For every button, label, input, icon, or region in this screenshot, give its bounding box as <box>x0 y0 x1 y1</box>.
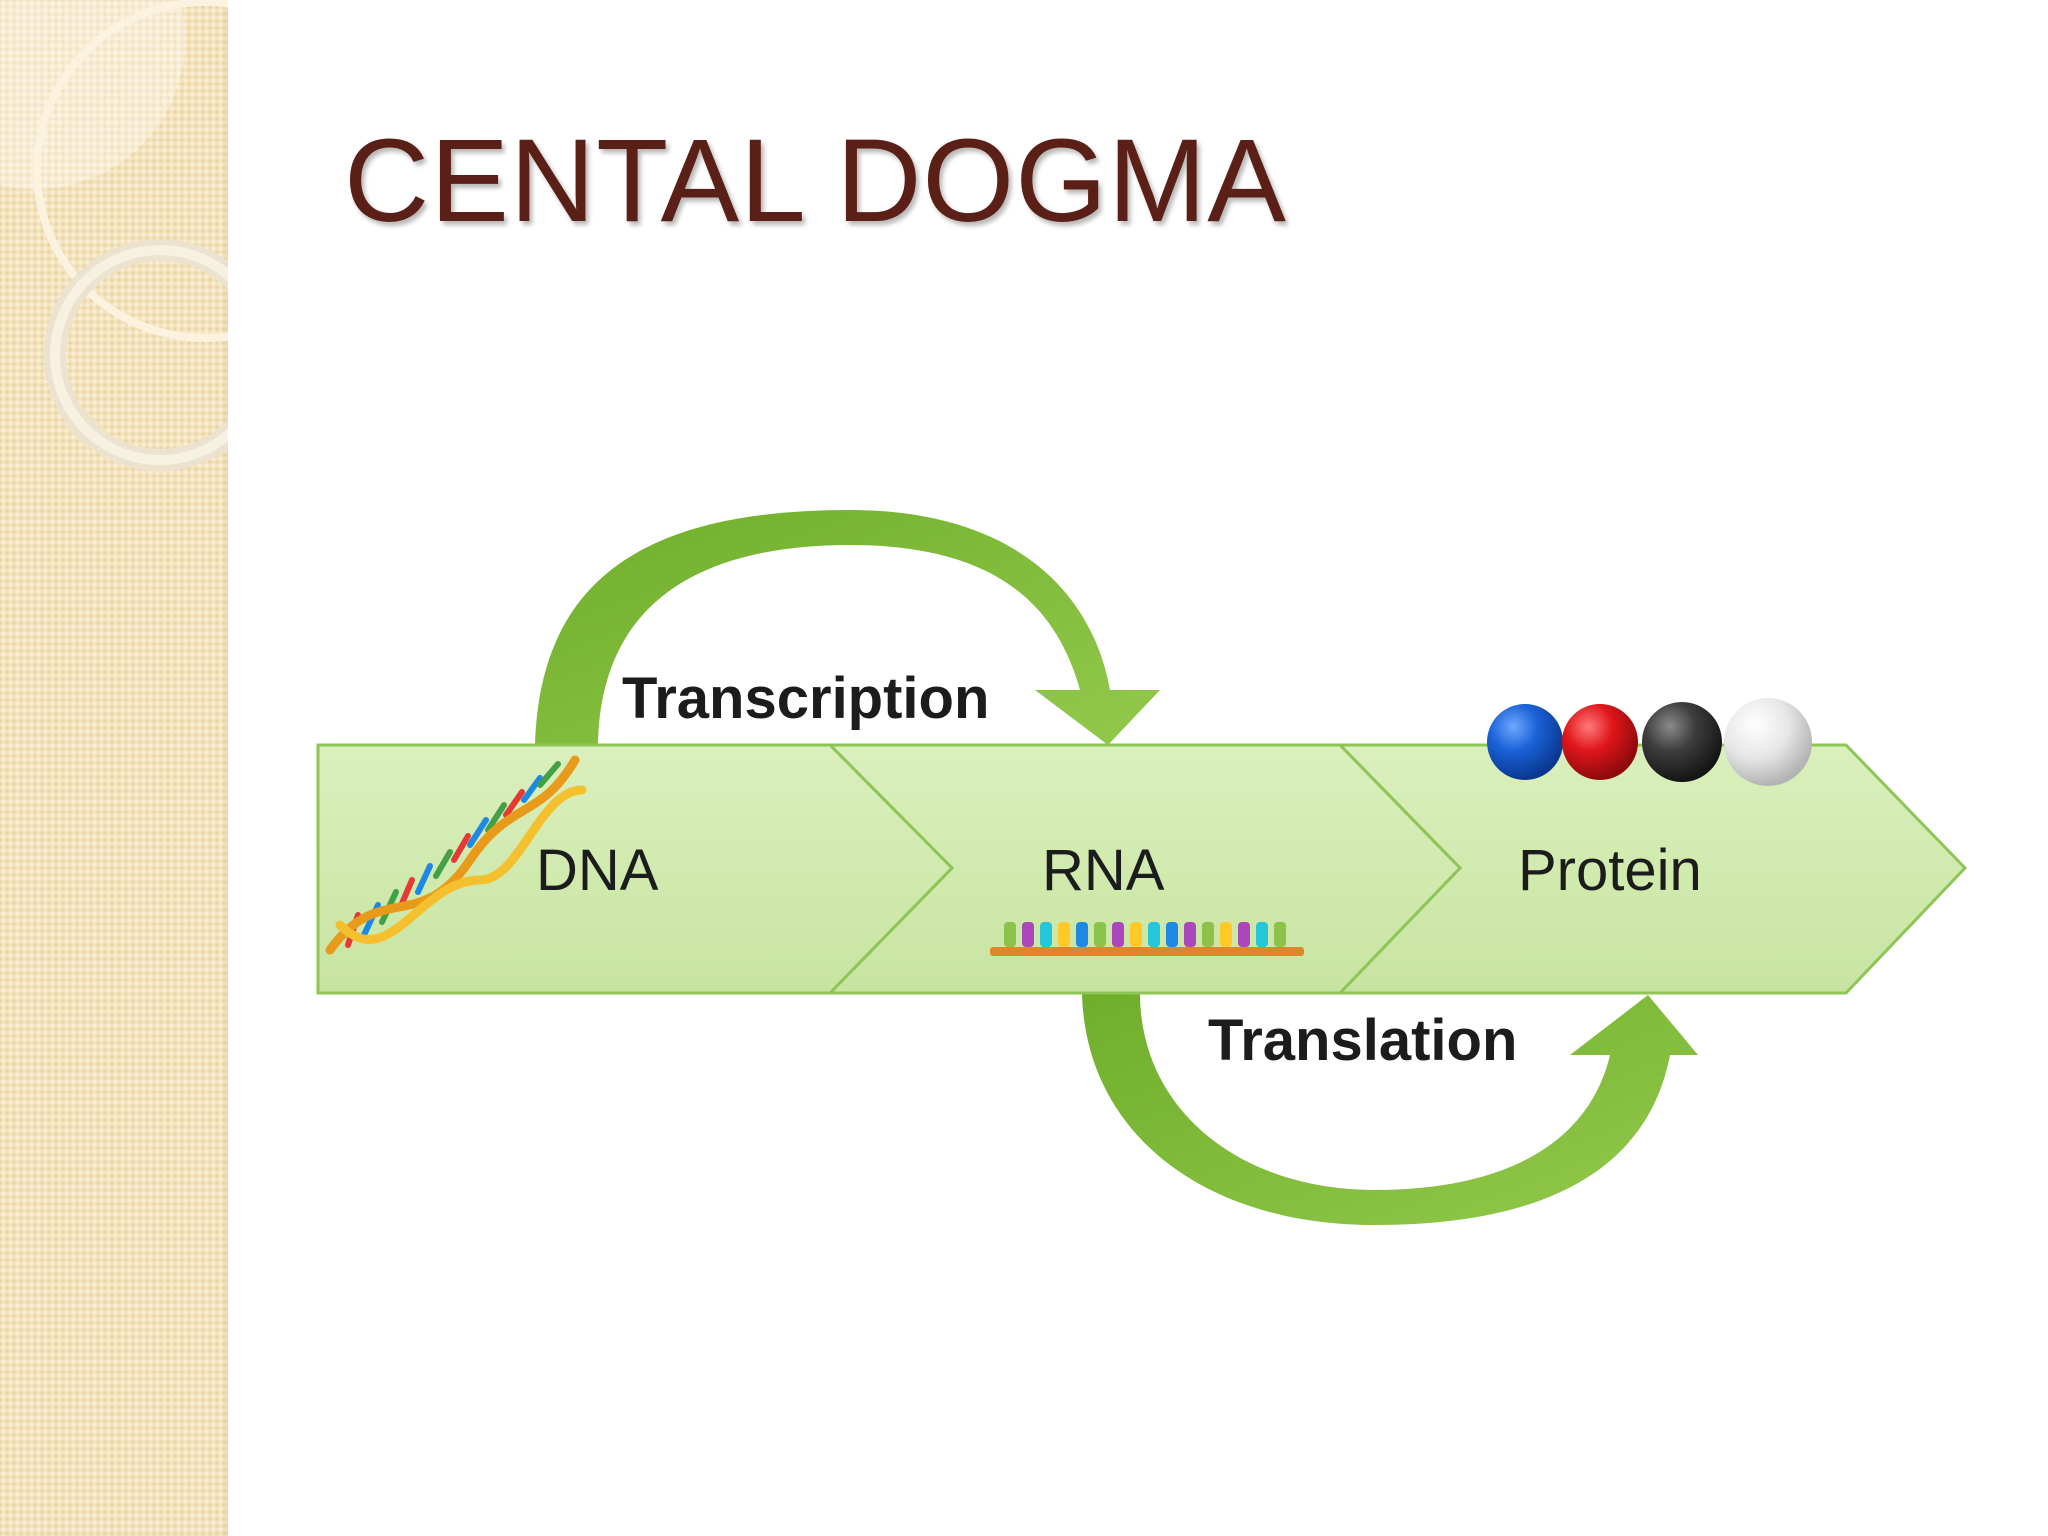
decorative-rings-icon <box>0 0 228 471</box>
rna-strand-icon <box>990 922 1304 956</box>
rna-label: RNA <box>1042 838 1165 903</box>
transcription-label: Transcription <box>622 666 989 731</box>
translation-arrow <box>1082 993 1698 1225</box>
dna-chevron <box>316 743 955 995</box>
dna-label: DNA <box>536 838 659 903</box>
protein-label: Protein <box>1518 838 1702 903</box>
dna-double-helix-icon <box>325 755 587 955</box>
amino-acid-chain-icon <box>1487 698 1812 786</box>
translation-label: Translation <box>1208 1008 1517 1073</box>
slide-title: CENTAL DOGMA <box>344 115 1287 247</box>
transcription-arrow <box>535 510 1160 745</box>
decorative-side-panel <box>0 0 228 1536</box>
